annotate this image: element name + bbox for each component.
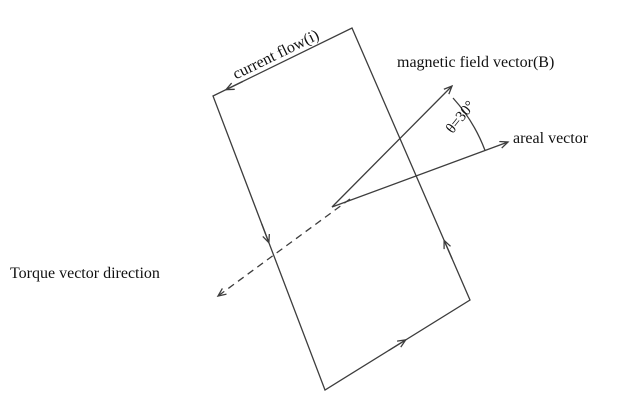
torque-direction-label: Torque vector direction bbox=[10, 265, 160, 282]
angle-arc bbox=[452, 97, 486, 151]
magnetic-field-label: magnetic field vector(B) bbox=[397, 54, 554, 71]
angle-label: θ=30° bbox=[443, 98, 479, 137]
current-arrow-bottom-edge-icon bbox=[388, 340, 406, 352]
current-arrow-left-edge-icon bbox=[261, 223, 269, 243]
magnetic-field-vector-arrow bbox=[331, 86, 452, 208]
areal-vector-arrow bbox=[331, 142, 508, 208]
current-flow-label: current flow(i) bbox=[230, 27, 322, 83]
current-arrow-right-edge-icon bbox=[444, 240, 453, 259]
current-arrow-top-edge-icon bbox=[226, 80, 243, 90]
areal-vector-label: areal vector bbox=[513, 130, 589, 147]
torque-vector-dashed-arrow bbox=[218, 198, 351, 296]
current-loop-outline bbox=[212, 27, 471, 391]
